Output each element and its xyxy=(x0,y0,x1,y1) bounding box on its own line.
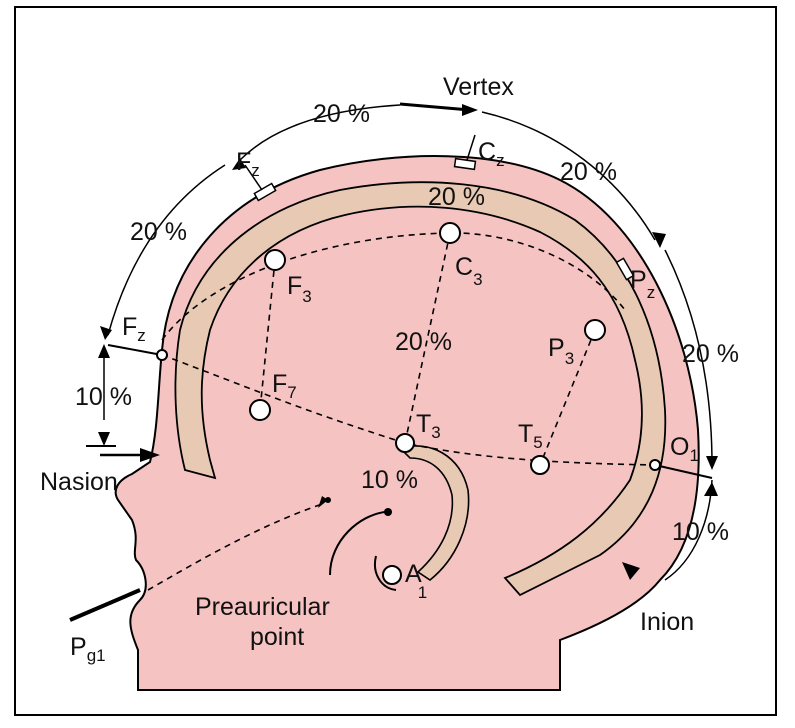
electrode-t5 xyxy=(531,456,549,474)
electrode-a1 xyxy=(383,566,401,584)
pct-right-lower: 10 % xyxy=(672,518,729,546)
label-fp: Fz xyxy=(122,313,146,345)
electrode-c3 xyxy=(440,223,460,243)
arrow-nasion-up xyxy=(98,344,110,358)
label-inion: Inion xyxy=(640,608,694,636)
electrode-f7 xyxy=(250,400,270,420)
pct-left-lower: 10 % xyxy=(75,383,132,411)
arrow-nasion-down xyxy=(98,432,110,446)
label-preauricular-2: point xyxy=(250,623,304,651)
preauricular-dot xyxy=(384,508,392,516)
nasion-line xyxy=(108,345,162,355)
marker-cz xyxy=(455,159,476,170)
label-cz: Cz xyxy=(478,138,505,170)
pct-inner: 20 % xyxy=(428,183,485,211)
label-preauricular-1: Preauricular xyxy=(195,593,330,621)
label-nasion: Nasion xyxy=(40,468,118,496)
pct-ear: 10 % xyxy=(361,466,418,494)
pct-left-upper: 20 % xyxy=(130,218,187,246)
arrow-inion-up xyxy=(704,482,718,496)
pct-top: 20 % xyxy=(313,100,370,128)
label-fz: Fz xyxy=(236,148,260,180)
cz-leader xyxy=(467,135,475,160)
vertex-arrow-shaft xyxy=(400,104,470,110)
arrow-pz-down xyxy=(652,232,666,248)
pg-line xyxy=(70,590,140,620)
label-vertex: Vertex xyxy=(443,73,514,101)
pct-right-middle: 20 % xyxy=(682,340,739,368)
electrode-o1 xyxy=(650,460,660,470)
arrow-o-down xyxy=(706,456,718,470)
pct-middle: 20 % xyxy=(395,328,452,356)
electrode-p3 xyxy=(585,320,605,340)
pct-right-upper: 20 % xyxy=(560,158,617,186)
electrode-fp xyxy=(157,350,167,360)
electrode-f3 xyxy=(265,250,285,270)
label-pg1: Pg1 xyxy=(70,633,106,665)
pg-dot xyxy=(325,497,331,503)
electrode-t3 xyxy=(396,434,414,452)
